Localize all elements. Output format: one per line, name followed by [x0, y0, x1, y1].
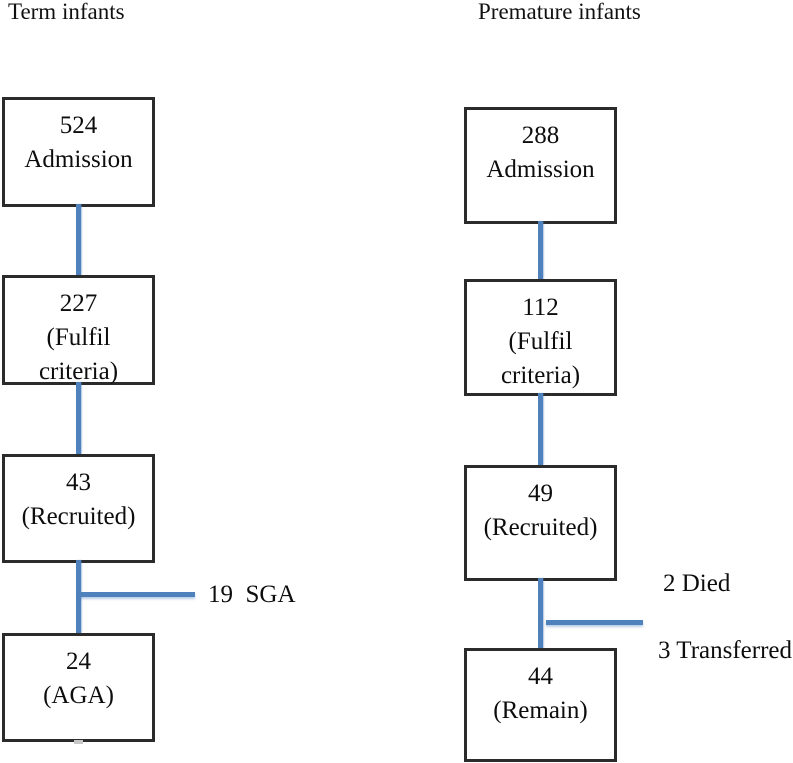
- premature-fulfil-criteria-box: 112 (Fulfil criteria): [464, 279, 617, 396]
- box-line: 43: [66, 469, 91, 496]
- box-line: Admission: [24, 146, 133, 173]
- box-line: criteria): [38, 358, 119, 385]
- branch-line-sga: [78, 592, 195, 597]
- box-line: (Fulfil: [46, 324, 111, 351]
- box-line: (Recruited): [21, 503, 136, 530]
- premature-admission-box: 288 Admission: [464, 107, 617, 224]
- connector-premature-1: [538, 221, 543, 279]
- premature-remain-box: 44 (Remain): [464, 648, 617, 762]
- branch-label-sga: 19 SGA: [208, 581, 296, 608]
- premature-recruited-box: 49 (Recruited): [464, 465, 617, 581]
- box-line: (Fulfil: [508, 328, 573, 355]
- branch-label-transferred: 3 Transferred: [658, 637, 793, 664]
- connector-premature-2: [538, 393, 543, 465]
- column-title-premature-infants: Premature infants: [478, 0, 641, 24]
- box-line: criteria): [500, 362, 581, 389]
- connector-term-1: [76, 204, 81, 275]
- box-line: 49: [528, 480, 553, 507]
- box-line: 288: [521, 122, 560, 149]
- connector-term-2: [76, 382, 81, 454]
- term-aga-box: 24 (AGA): [2, 633, 155, 742]
- box-line: (Remain): [493, 697, 588, 724]
- box-line: 524: [59, 112, 98, 139]
- term-recruited-box: 43 (Recruited): [2, 454, 155, 563]
- term-admission-box: 524 Admission: [2, 97, 155, 207]
- box-line: 112: [522, 294, 559, 321]
- connector-premature-3: [538, 578, 543, 648]
- term-fulfil-criteria-box: 227 (Fulfil criteria): [2, 275, 155, 385]
- box-line: 24: [66, 648, 91, 675]
- box-line: 44: [528, 663, 553, 690]
- box-line: 227: [59, 290, 98, 317]
- box-line: Admission: [486, 156, 595, 183]
- branch-line-transferred: [546, 620, 643, 625]
- box-line: (Recruited): [483, 514, 598, 541]
- column-title-term-infants: Term infants: [8, 0, 125, 24]
- branch-label-died: 2 Died: [663, 570, 731, 597]
- box-line: (AGA): [43, 682, 114, 709]
- connector-term-stub: [74, 740, 83, 744]
